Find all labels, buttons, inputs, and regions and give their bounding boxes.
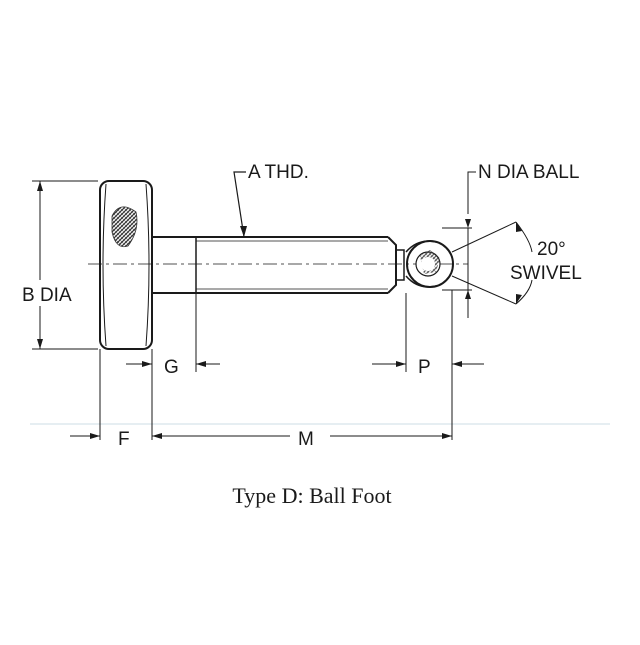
angle-label: 20° — [537, 239, 566, 260]
b-dia-label: B DIA — [22, 285, 72, 306]
ball-diameter-label: N DIA BALL — [478, 162, 579, 183]
thread-label: A THD. — [248, 162, 309, 183]
ball-diameter-callout: N DIA BALL — [442, 162, 579, 318]
swivel-label: SWIVEL — [510, 263, 582, 284]
f-dimension: F — [70, 429, 176, 450]
figure-caption: Type D: Ball Foot — [232, 483, 391, 508]
knob-head — [99, 180, 153, 350]
p-dimension: P — [372, 357, 484, 378]
g-dimension: G — [126, 357, 220, 378]
p-label: P — [418, 357, 431, 378]
m-dimension: M — [152, 429, 452, 450]
knurl-hatch — [111, 206, 138, 248]
b-dia-dimension: B DIA — [22, 180, 98, 350]
m-label: M — [298, 429, 314, 450]
swivel-callout: 20° SWIVEL — [451, 221, 582, 305]
shank-neck — [152, 236, 197, 294]
ball-foot — [396, 240, 454, 288]
f-label: F — [118, 429, 130, 450]
g-label: G — [164, 357, 179, 378]
thread-callout: A THD. — [233, 162, 309, 238]
threaded-shank — [196, 236, 397, 294]
